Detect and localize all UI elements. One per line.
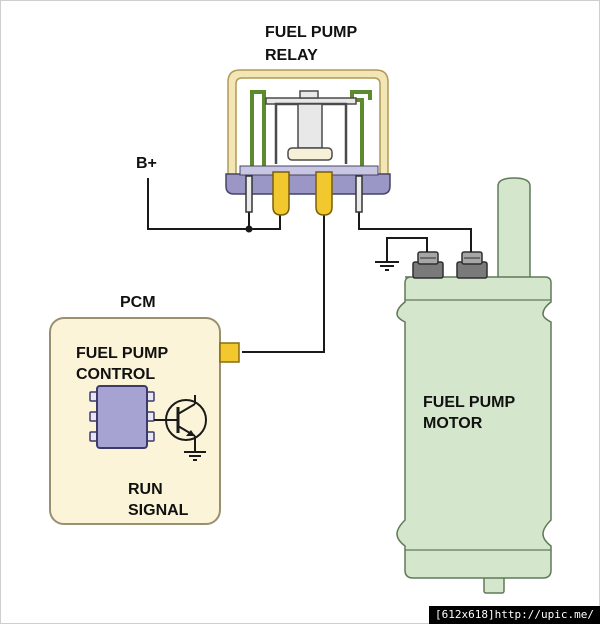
wire-relay-coil-power <box>248 212 281 230</box>
control-label-line-2: CONTROL <box>76 366 156 383</box>
relay-spring <box>299 90 319 99</box>
motor-outlet-pipe <box>497 177 531 283</box>
wire-relay-to-pcm <box>242 215 325 353</box>
wire-junction-dot <box>245 225 253 233</box>
relay-terminal-yellow-1 <box>272 171 290 216</box>
fuel-pump-relay <box>225 69 391 216</box>
run-signal-label-line-2: SIGNAL <box>128 502 189 519</box>
wire-motor-ground <box>386 237 428 262</box>
motor-ground-post <box>412 251 444 279</box>
motor-power-post <box>456 251 488 279</box>
fuel-pump-motor <box>396 177 552 594</box>
relay-coil-core <box>297 103 323 149</box>
control-label-line-1: FUEL PUMP <box>76 345 169 362</box>
run-signal-label-line-1: RUN <box>128 481 163 498</box>
ground-symbol-icon <box>375 261 399 271</box>
relay-terminal-yellow-2 <box>315 171 333 216</box>
pcm-connector-icon <box>219 342 240 363</box>
watermark: [612x618]http://upic.me/ <box>429 606 600 624</box>
relay-label-line-1: FUEL PUMP <box>265 24 358 41</box>
pcm-module <box>49 317 240 525</box>
npn-transistor-icon <box>154 395 207 452</box>
relay-label-line-2: RELAY <box>265 47 318 64</box>
battery-positive-label: B+ <box>136 155 157 172</box>
relay-pin-4 <box>355 175 363 213</box>
relay-base <box>225 173 391 195</box>
relay-base-top <box>239 165 379 176</box>
motor-label-line-2: MOTOR <box>423 415 483 432</box>
pcm-label: PCM <box>120 294 156 311</box>
relay-contact-right <box>350 90 372 170</box>
ic-chip-icon <box>89 385 155 449</box>
motor-body <box>396 276 552 579</box>
relay-pin-1 <box>245 175 253 213</box>
relay-coil <box>287 147 333 161</box>
motor-label-line-1: FUEL PUMP <box>423 394 516 411</box>
wire-relay-to-motor <box>358 212 472 252</box>
relay-contact-left <box>250 90 266 170</box>
transistor-ground-icon <box>184 451 206 461</box>
wire-b-plus <box>147 178 249 230</box>
